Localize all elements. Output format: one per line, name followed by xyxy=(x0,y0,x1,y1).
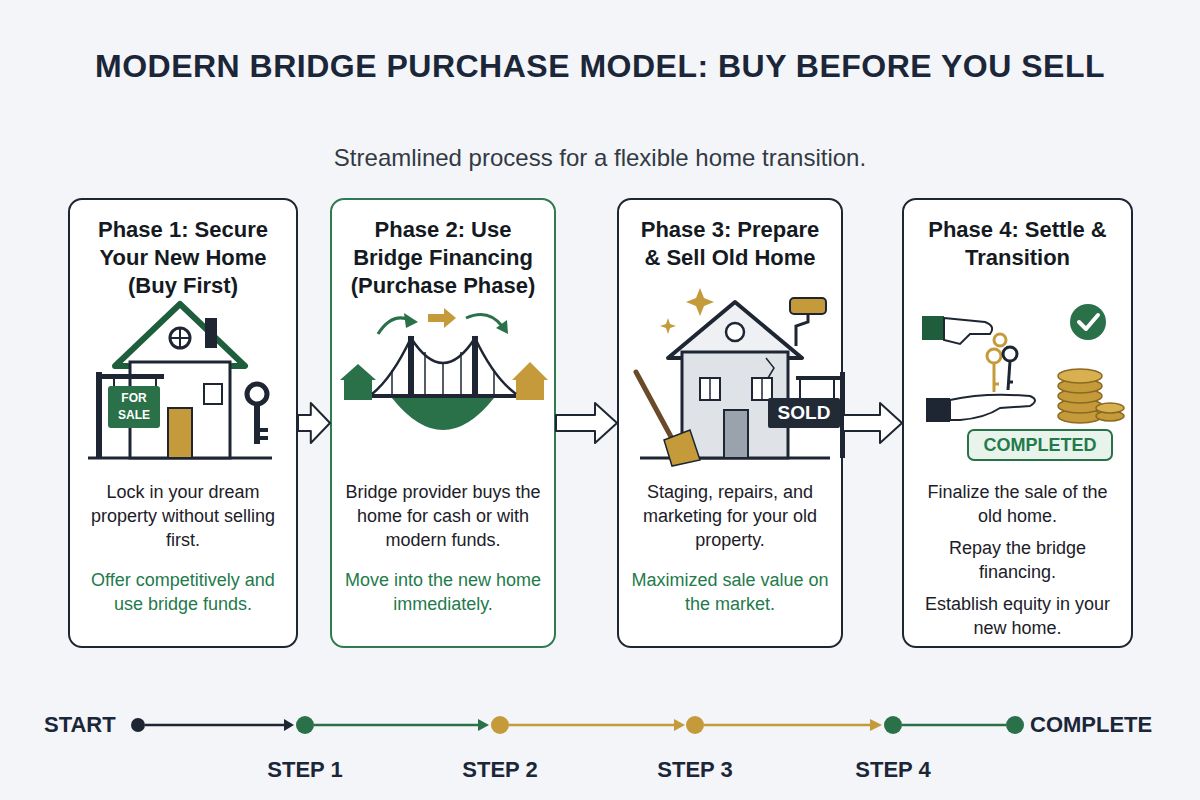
step-timeline-part xyxy=(870,719,882,731)
subtitle-text: Streamlined process for a flexible home … xyxy=(0,143,1200,173)
step-timeline-part xyxy=(674,719,685,731)
sign-text: SOLD xyxy=(768,402,840,424)
phase-heading: Phase 1: Secure Your New Home (Buy First… xyxy=(82,216,284,300)
flow-arrow xyxy=(843,403,902,443)
step-timeline-part xyxy=(686,716,704,734)
phase-description: Bridge provider buys the home for cash o… xyxy=(344,480,542,552)
phase-body: Finalize the sale of the old home. Repay … xyxy=(916,480,1119,640)
step-timeline-part xyxy=(296,716,314,734)
step-timeline-part xyxy=(284,719,294,731)
step-timeline-part xyxy=(704,724,872,727)
phase-box: Phase 2: Use Bridge Financing (Purchase … xyxy=(330,198,556,648)
phase-description: Establish equity in your new home. xyxy=(916,592,1119,640)
phase-heading: Phase 3: Prepare & Sell Old Home xyxy=(631,216,829,272)
step-timeline-part xyxy=(314,724,480,727)
phase-description: Staging, repairs, and marketing for your… xyxy=(631,480,829,552)
step-timeline xyxy=(131,716,1024,734)
step-timeline-part xyxy=(509,724,676,727)
phase-description: Repay the bridge financing. xyxy=(916,536,1119,584)
phase-description: Finalize the sale of the old home. xyxy=(916,480,1119,528)
phase-body: Staging, repairs, and marketing for your… xyxy=(631,480,829,616)
step-timeline-part xyxy=(491,716,509,734)
phase-heading: Phase 2: Use Bridge Financing (Purchase … xyxy=(344,216,542,300)
step-timeline-part xyxy=(884,716,902,734)
step-label: STEP 4 xyxy=(833,756,953,784)
timeline-label: START xyxy=(44,711,130,739)
phase-highlight: Maximized sale value on the market. xyxy=(631,568,829,616)
step-timeline-part xyxy=(478,719,489,731)
phase-highlight: Offer competitively and use bridge funds… xyxy=(82,568,284,616)
flow-arrow xyxy=(556,403,617,443)
phase-body: Lock in your dream property without sell… xyxy=(82,480,284,616)
flow-arrow xyxy=(298,403,330,443)
badge-text: COMPLETED xyxy=(968,434,1112,456)
step-label: STEP 3 xyxy=(635,756,755,784)
phase-body: Bridge provider buys the home for cash o… xyxy=(344,480,542,616)
phase-description: Lock in your dream property without sell… xyxy=(82,480,284,552)
phase-heading: Phase 4: Settle & Transition xyxy=(916,216,1119,272)
step-timeline-part xyxy=(1006,716,1024,734)
timeline-label: COMPLETE xyxy=(1030,711,1190,739)
diagram-title: MODERN BRIDGE PURCHASE MODEL: BUY BEFORE… xyxy=(0,48,1200,85)
phase-box: Phase 1: Secure Your New Home (Buy First… xyxy=(68,198,298,648)
step-label: STEP 1 xyxy=(245,756,365,784)
step-timeline-part xyxy=(902,724,1006,727)
step-timeline-part xyxy=(145,724,286,727)
sign-text: FOR SALE xyxy=(108,390,160,424)
step-label: STEP 2 xyxy=(440,756,560,784)
step-timeline-part xyxy=(131,718,145,732)
phase-box: Phase 4: Settle & TransitionFinalize the… xyxy=(902,198,1133,648)
phase-highlight: Move into the new home immediately. xyxy=(344,568,542,616)
